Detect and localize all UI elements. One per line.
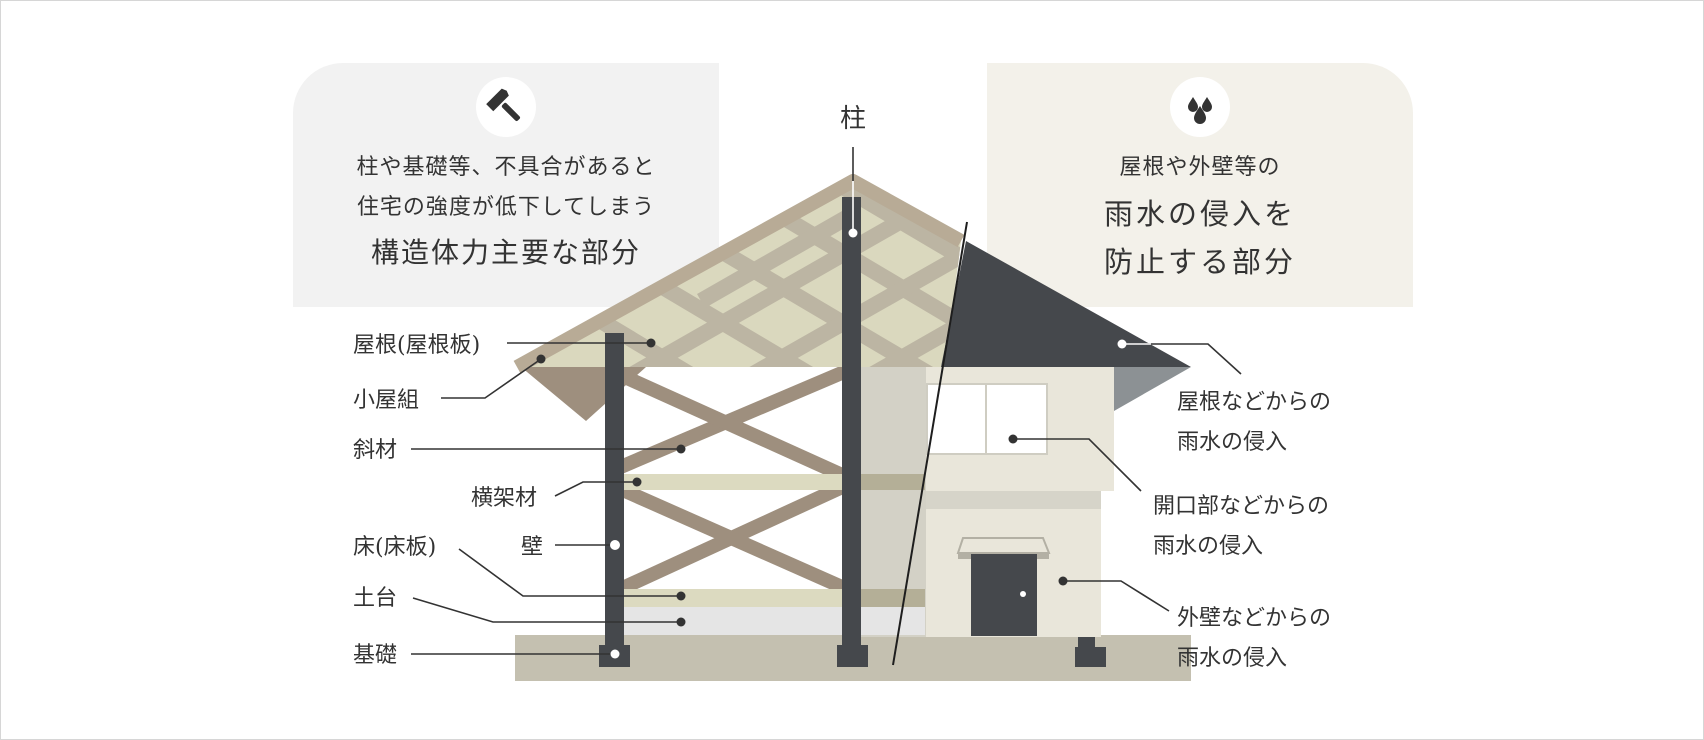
water-drops-icon — [1188, 97, 1212, 124]
sill — [613, 607, 925, 635]
door-canopy — [956, 537, 1051, 554]
foundation-label: 基礎 — [353, 643, 397, 668]
waterproof-heading-2: 防止する部分 — [1103, 245, 1296, 279]
door-knob — [1020, 591, 1026, 597]
right-post-footing — [1075, 647, 1106, 667]
eave-shadow — [1114, 367, 1191, 411]
roof-truss-leader — [441, 358, 542, 399]
cutaway-line — [892, 221, 968, 666]
wall-band — [926, 491, 1101, 509]
drops-badge — [1170, 77, 1230, 137]
waterproof-heading-1: 雨水の侵入を — [1103, 197, 1296, 231]
opening-intrusion-leader — [1013, 438, 1142, 492]
roof-intrusion-label-1: 屋根などからの — [1177, 390, 1331, 415]
wall-intrusion-label-2: 雨水の侵入 — [1177, 646, 1287, 671]
hammer-badge — [476, 77, 536, 137]
center-post-footing — [837, 645, 868, 667]
floor-label: 床(床板) — [353, 535, 436, 560]
dark-roof — [941, 241, 1191, 367]
opening-intrusion-label-2: 雨水の侵入 — [1153, 534, 1263, 559]
roof-board-label: 屋根(屋根板) — [353, 333, 480, 358]
pillar-marker — [848, 228, 858, 238]
structural-heading: 構造体力主要な部分 — [370, 236, 641, 269]
waterproof-info-panel: 屋根や外壁等の 雨水の侵入を 防止する部分 — [987, 63, 1413, 307]
door — [971, 554, 1037, 636]
horizontal-label: 横架材 — [471, 486, 537, 511]
left-post — [605, 333, 624, 651]
diagonal-label: 斜材 — [353, 438, 397, 463]
wall-intrusion-label-1: 外壁などからの — [1177, 606, 1331, 631]
center-post — [842, 197, 861, 649]
hammer-icon — [486, 88, 521, 122]
waterproof-desc-line: 屋根や外壁等の — [1119, 155, 1281, 180]
structural-desc-line-2: 住宅の強度が低下してしまう — [356, 195, 656, 220]
roof-intrusion-label-2: 雨水の侵入 — [1177, 430, 1287, 455]
horizontal-leader — [554, 481, 637, 497]
opening-intrusion-label-1: 開口部などからの — [1153, 494, 1329, 519]
wall-label: 壁 — [521, 535, 543, 560]
roof-truss-label: 小屋組 — [353, 388, 419, 413]
wall-intrusion-leader — [1063, 580, 1170, 612]
floor-leader — [458, 548, 681, 597]
sill-leader — [412, 597, 681, 623]
pillar-label: 柱 — [840, 104, 866, 134]
structural-desc-line-1: 柱や基礎等、不具合があると — [356, 155, 656, 180]
sill-label: 土台 — [353, 586, 397, 611]
structural-info-panel: 柱や基礎等、不具合があると 住宅の強度が低下してしまう 構造体力主要な部分 — [293, 63, 719, 307]
frame-braces — [616, 367, 854, 592]
